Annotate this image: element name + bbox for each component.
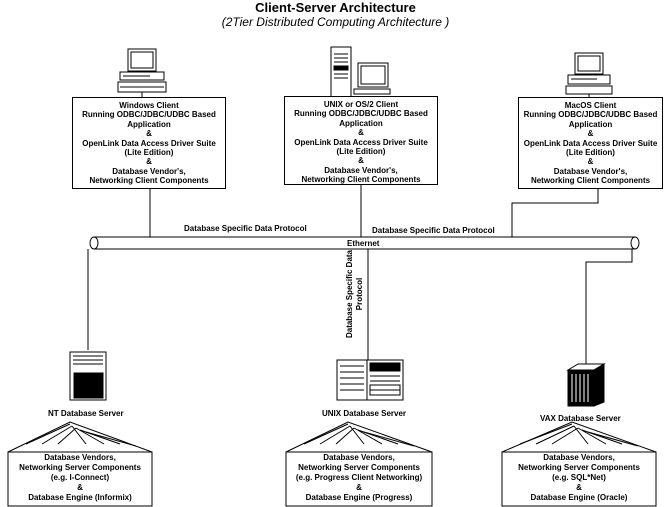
- tent-line: Database Engine (Oracle): [530, 493, 628, 502]
- nt-server-components: Database Vendors, Networking Server Comp…: [8, 453, 152, 503]
- client-line: Networking Client Components: [89, 176, 209, 186]
- tent-line: Database Engine (Progress): [305, 493, 413, 502]
- unix-client-box: UNIX or OS/2 Client Running ODBC/JDBC/UD…: [284, 96, 438, 185]
- ethernet-label: Ethernet: [345, 239, 382, 248]
- client-line: Running ODBC/JDBC/UDBC Based: [82, 110, 216, 120]
- nt-server-icon: [69, 351, 107, 401]
- tent-line: Database Engine (Informix): [28, 493, 132, 502]
- client-connectors: [149, 184, 599, 237]
- tent-line: Database Vendors,: [543, 453, 615, 462]
- tent-line: &: [576, 483, 582, 492]
- windows-client-box: Windows Client Running ODBC/JDBC/UDBC Ba…: [72, 97, 226, 189]
- windows-pc-icon: [117, 48, 167, 97]
- client-line: Windows Client: [119, 101, 179, 110]
- tent-line: Networking Server Components: [518, 463, 640, 472]
- client-line: (Lite Edition): [336, 147, 386, 157]
- client-line: Application: [339, 118, 383, 128]
- client-line: &: [587, 157, 594, 167]
- client-line: Application: [568, 119, 613, 129]
- client-line: Running ODBC/JDBC/UDBC Based: [294, 109, 428, 119]
- protocol-label-left: Database Specific Data Protocol: [184, 224, 307, 233]
- tent-line: Database Vendors,: [323, 453, 395, 462]
- client-line: (Lite Edition): [124, 148, 174, 158]
- client-line: OpenLink Data Access Driver Suite: [82, 138, 216, 148]
- client-line: OpenLink Data Access Driver Suite: [523, 138, 658, 148]
- client-line: MacOS Client: [564, 101, 617, 110]
- tent-line: (e.g. I-Connect): [50, 473, 110, 482]
- tent-line: Networking Server Components: [19, 463, 141, 472]
- unix-server-components: Database Vendors, Networking Server Comp…: [286, 453, 432, 503]
- client-line: &: [587, 129, 594, 139]
- client-line: Database Vendor's,: [112, 166, 186, 176]
- tent-line: Database Vendors,: [44, 453, 116, 462]
- vax-server-tent: [501, 421, 657, 507]
- client-line: Networking Client Components: [530, 176, 651, 186]
- vax-server-components: Database Vendors, Networking Server Comp…: [502, 453, 656, 503]
- mac-pc-icon: [565, 52, 613, 99]
- macos-client-box: MacOS Client Running ODBC/JDBC/UDBC Base…: [518, 97, 663, 189]
- unix-server-label: UNIX Database Server: [322, 409, 407, 418]
- tent-line: (e.g. SQL*Net): [552, 473, 606, 482]
- diagram-title: Client-Server Architecture: [255, 0, 416, 15]
- vax-server-label: VAX Database Server: [540, 414, 621, 423]
- diagram-subtitle: (2Tier Distributed Computing Architectur…: [221, 15, 450, 29]
- server-connectors: [87, 249, 633, 365]
- unix-workstation-icon: [330, 46, 391, 98]
- unix-server-tent: [285, 421, 433, 507]
- tent-line: (e.g. Progress Client Networking): [295, 473, 423, 482]
- vertical-line: Database Specific Data: [345, 249, 354, 339]
- client-line: Database Vendor's,: [324, 165, 398, 175]
- client-line: &: [146, 129, 152, 139]
- vax-server-icon: [566, 363, 606, 407]
- protocol-label-right: Database Specific Data Protocol: [372, 226, 495, 235]
- client-line: Application: [127, 119, 171, 129]
- client-line: (Lite Edition): [566, 148, 615, 158]
- client-line: &: [358, 156, 364, 166]
- vertical-line: Protocol: [355, 277, 364, 311]
- client-line: UNIX or OS/2 Client: [323, 100, 399, 109]
- ethernet-bus: [89, 236, 640, 250]
- tent-line: &: [77, 483, 83, 492]
- unix-server-icon: [336, 359, 404, 401]
- client-line: Database Vendor's,: [553, 166, 628, 176]
- client-line: &: [146, 157, 152, 167]
- client-line: &: [358, 128, 364, 138]
- tent-line: Networking Server Components: [298, 463, 420, 472]
- client-line: Running ODBC/JDBC/UDBC Based: [523, 110, 658, 120]
- client-line: OpenLink Data Access Driver Suite: [294, 137, 428, 147]
- nt-server-tent: [7, 421, 153, 507]
- nt-server-label: NT Database Server: [48, 409, 124, 418]
- client-line: Networking Client Components: [301, 175, 421, 185]
- tent-line: &: [356, 483, 362, 492]
- protocol-label-vertical: Database Specific Data Protocol: [345, 239, 365, 349]
